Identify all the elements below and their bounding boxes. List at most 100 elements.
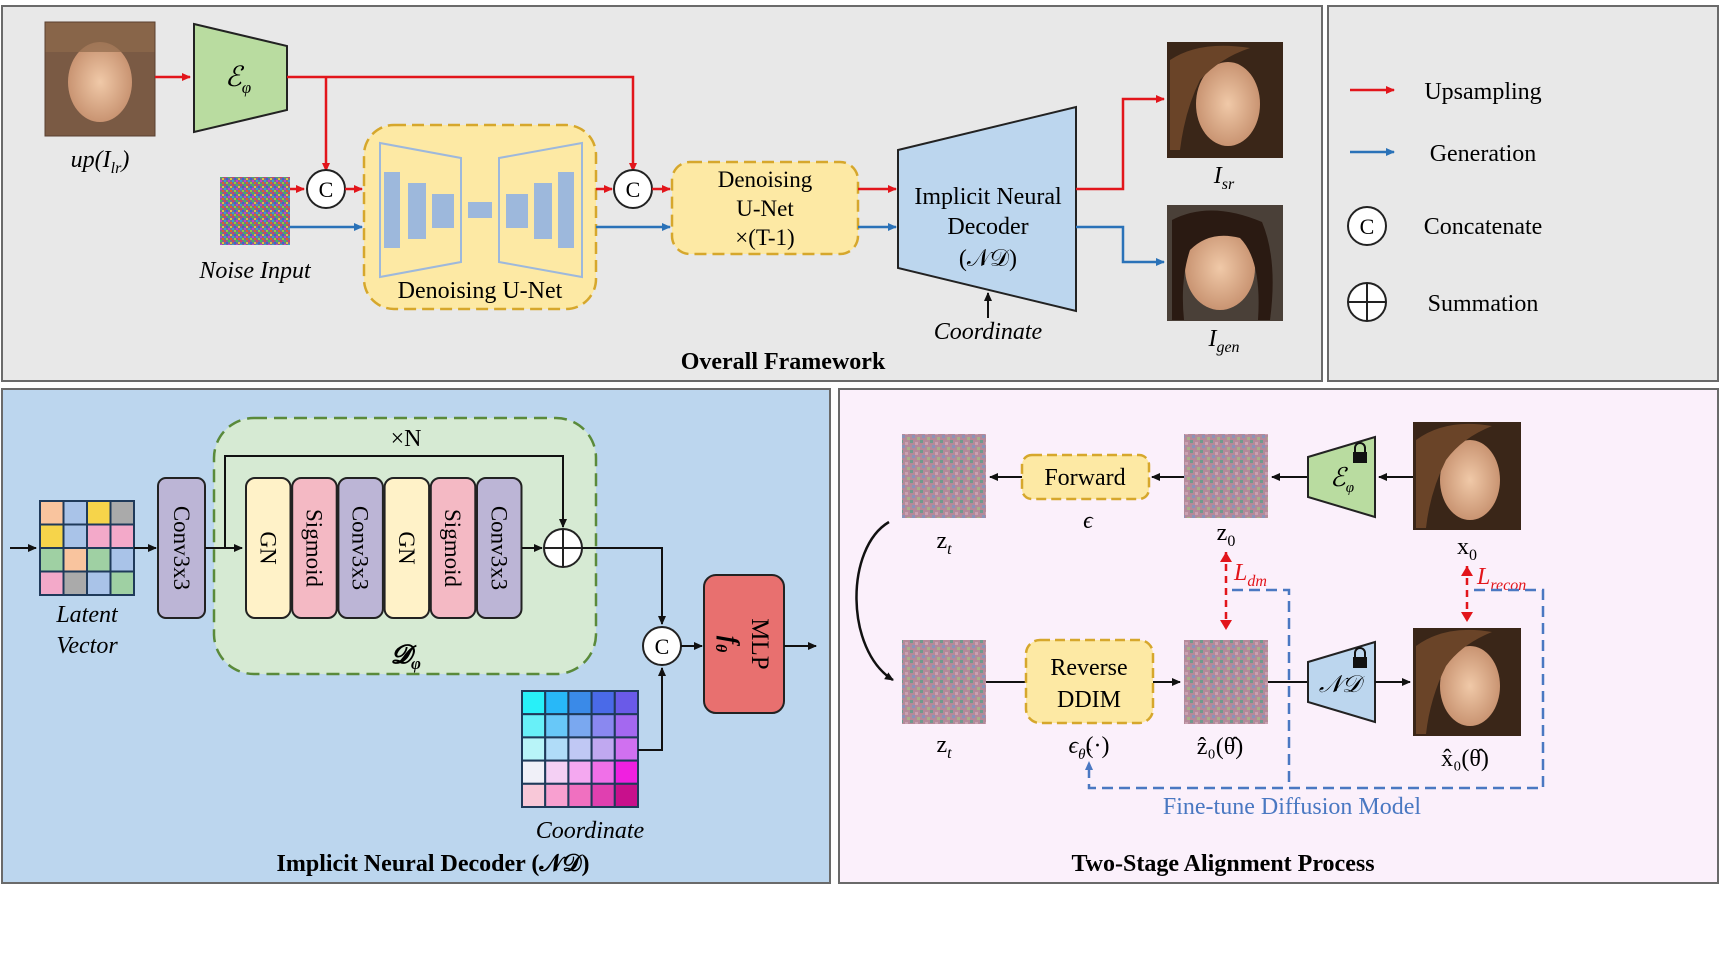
coordinate-cell [544,690,570,716]
finetune-label: Fine-tune Diffusion Model [1163,794,1422,820]
coordinate-cell [521,690,547,716]
unet-repeat-line2: U-Net [736,196,794,221]
concat-node-1-label: C [319,177,334,202]
legend-generation: Generation [1430,141,1537,167]
coordinate-cell [590,690,616,716]
concat-icon [1347,206,1387,246]
decoder-line2: Decoder [947,214,1028,240]
coordinate-cell [590,782,616,808]
legend-summation: Summation [1428,291,1539,317]
latent-cell [86,523,112,549]
sr-output-label: Isr [1213,163,1235,193]
decoder-to-sr-arrow [1076,95,1165,191]
overall-coordinate-label: Coordinate [934,319,1043,345]
overall-title: Overall Framework [681,349,886,375]
residual-block-label-2: Sigmoid [301,509,326,587]
residual-block-label-5: Sigmoid [440,509,465,587]
residual-skip-arrow [224,455,567,548]
frozen-encoder-label: ℰφ [1330,463,1354,496]
latent-cell [39,570,65,596]
coordinate-cell [567,759,593,785]
coordinate-cell [590,736,616,762]
latent-cell [39,500,65,526]
decoder-to-gen-arrow [1076,225,1165,266]
gen-output-label: Igen [1207,326,1239,356]
residual-block-6 [476,477,523,619]
mlp-label: MLP [746,618,773,669]
unet-block [362,123,598,311]
coordinate-cell [613,690,639,716]
latent-cell [109,570,135,596]
latent-label-line1: Latent [55,602,119,628]
latent-label-line2: Vector [56,633,118,659]
coordinate-cell [521,713,547,739]
latent-cell [62,500,88,526]
latent-cell [39,523,65,549]
epsilon-label: ϵ [1083,508,1094,534]
repeat-n-label: ×N [391,426,422,452]
latent-cell [86,547,112,573]
eps-hat-label: ϵθ̂(·) [1068,733,1109,763]
forward-label: Forward [1044,465,1125,491]
coordinate-cell [613,759,639,785]
x0hat-face-image [1413,628,1521,736]
zt-loop-arrow [855,520,894,682]
coord-to-concat-arrow [638,667,666,751]
zt-bottom-image [902,640,986,724]
decoder-block [897,105,1077,313]
legend-panel [1327,5,1719,382]
coordinate-cell [567,736,593,762]
coordinate-cell [613,713,639,739]
finetune-path-ldm [1232,588,1291,788]
z0hat-label: ẑ₀(θ̂) [1197,734,1244,760]
latent-vector-grid [39,500,135,596]
coordinate-cell [521,736,547,762]
zt-bottom-label: zt [936,732,952,762]
lrecon-arrow-down [1461,612,1473,622]
encoder-to-concat2-arrow [287,75,637,172]
legend-concatenate: Concatenate [1424,214,1543,240]
unet-repeat-block [670,160,860,256]
conv-first-label: Conv3x3 [169,506,194,590]
z0hat-image [1184,640,1268,724]
decoder-line3: (𝒩𝒟) [959,246,1017,272]
encoder-block [193,22,288,134]
frozen-decoder-label: 𝒩𝒟 [1319,672,1366,698]
concat-node-2-label: C [626,177,641,202]
coordinate-cell [567,782,593,808]
mlp-function-label: fθ [712,636,743,653]
alignment-panel-title: Two-Stage Alignment Process [1071,851,1374,877]
reverse-line1: Reverse [1050,655,1127,681]
sum-node [543,528,583,568]
ldm-arrow-up [1220,552,1232,562]
mlp-block [703,574,785,714]
sum-to-concat-arrow [582,547,666,625]
coordinate-cell [544,736,570,762]
latent-cell [62,547,88,573]
latent-cell [39,547,65,573]
lr-image-label: up(Ilr) [71,147,130,177]
coordinate-cell [521,782,547,808]
latent-cell [62,570,88,596]
unet-repeat-line1: Denoising [718,167,813,192]
gen-face-image [1167,205,1283,321]
residual-block-5 [429,477,477,619]
encoder-label: ℰφ [225,62,251,97]
z0-image [1184,434,1268,518]
reverse-ddim-block [1024,638,1155,725]
x0-face-image [1413,422,1521,530]
legend-upsampling: Upsampling [1424,79,1541,105]
residual-block-2 [291,477,338,619]
mlp-label-group: MLP fθ [712,618,773,669]
noise-label: Noise Input [198,258,312,284]
unet-repeat-line3: ×(T-1) [735,225,794,250]
coordinate-cell [590,759,616,785]
zt-top-label: zt [936,528,952,558]
lock-icon [1353,647,1367,668]
coordinate-cell [613,736,639,762]
residual-block-1 [245,477,292,619]
reverse-line2: DDIM [1057,687,1121,713]
sr-face-image [1167,42,1283,158]
